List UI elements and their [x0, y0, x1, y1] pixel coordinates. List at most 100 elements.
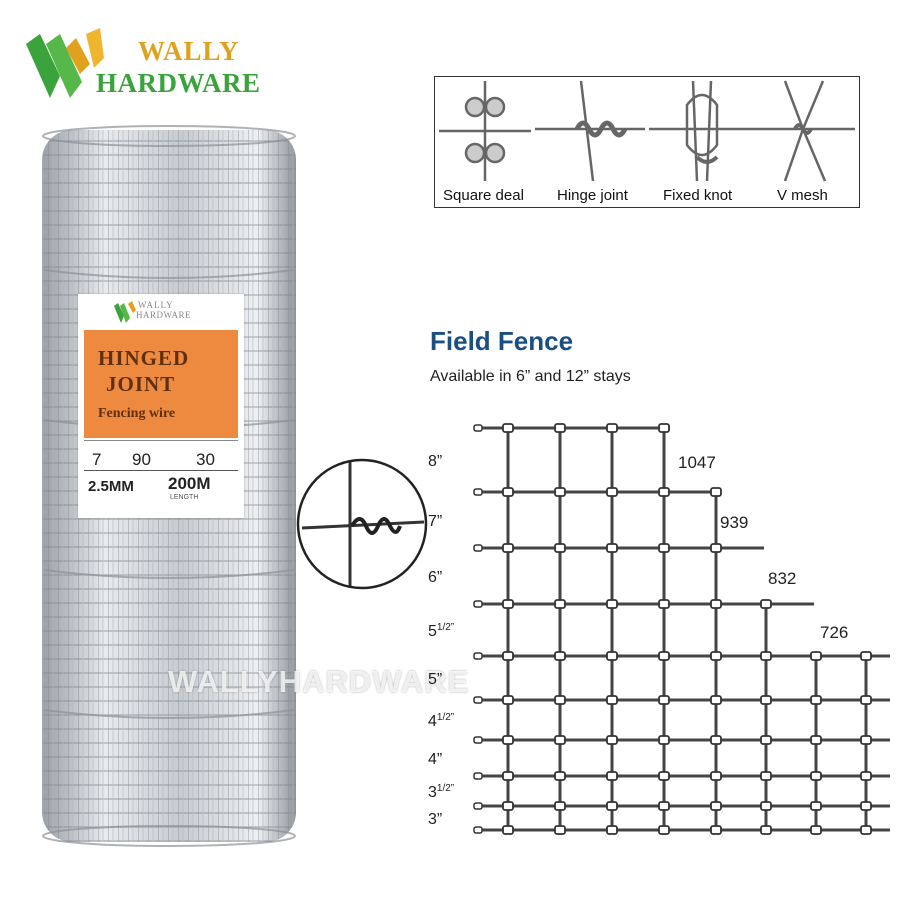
- fence-knot-icon: [658, 599, 670, 609]
- fence-knot-icon: [710, 735, 722, 745]
- square-deal-joint-icon: [439, 81, 531, 181]
- fence-knot-icon: [554, 695, 566, 705]
- fence-knot-icon: [710, 651, 722, 661]
- fence-knot-icon: [502, 771, 514, 781]
- fence-knot-icon: [554, 423, 566, 433]
- fence-knot-icon: [710, 825, 722, 835]
- brand-logo-icon: [26, 28, 104, 98]
- fence-knot-icon: [606, 801, 618, 811]
- fence-model-label: 939: [720, 513, 748, 532]
- watermark: WALLYHARDWARE: [168, 664, 470, 699]
- tag-brand-line2: HARDWARE: [136, 310, 191, 320]
- fence-knot-icon: [658, 825, 670, 835]
- tag-title-line2: JOINT: [106, 372, 176, 396]
- fence-knot-icon: [860, 651, 872, 661]
- fence-knot-icon: [810, 825, 822, 835]
- fence-knot-icon: [554, 487, 566, 497]
- tag-divider: [84, 470, 238, 471]
- tag-logo-icon: [114, 301, 136, 323]
- fence-knot-icon: [760, 695, 772, 705]
- fence-knot-icon: [658, 771, 670, 781]
- fence-spacing-label: 5”: [428, 671, 442, 688]
- fence-end-wrap-icon: [473, 488, 483, 496]
- fence-spacing-label: 41/2”: [428, 712, 454, 730]
- fence-knot-icon: [860, 695, 872, 705]
- fence-end-wrap-icon: [473, 802, 483, 810]
- tag-spec-value: 30: [196, 450, 215, 469]
- fence-knot-icon: [760, 825, 772, 835]
- fence-knot-icon: [606, 487, 618, 497]
- fence-knot-icon: [502, 543, 514, 553]
- fence-knot-icon: [554, 651, 566, 661]
- fence-knot-icon: [502, 423, 514, 433]
- fence-knot-icon: [658, 651, 670, 661]
- tag-subtitle: Fencing wire: [98, 406, 176, 421]
- fence-knot-icon: [810, 735, 822, 745]
- fence-spacing-label: 51/2”: [428, 622, 454, 640]
- fence-end-wrap-icon: [473, 600, 483, 608]
- fence-knot-icon: [860, 771, 872, 781]
- fence-knot-icon: [860, 801, 872, 811]
- fence-end-wrap-icon: [473, 696, 483, 704]
- fence-knot-icon: [760, 801, 772, 811]
- tag-length: 200M: [168, 474, 211, 493]
- fence-knot-icon: [860, 735, 872, 745]
- fence-end-wrap-icon: [473, 772, 483, 780]
- fence-knot-icon: [760, 771, 772, 781]
- fence-knot-icon: [502, 651, 514, 661]
- fence-knot-icon: [606, 543, 618, 553]
- fence-knot-icon: [658, 543, 670, 553]
- fence-knot-icon: [502, 735, 514, 745]
- joint-types-illustration: [439, 80, 855, 182]
- hinge-joint-zoom-icon: [296, 458, 428, 590]
- fence-end-wrap-icon: [473, 652, 483, 660]
- fence-knot-icon: [554, 735, 566, 745]
- fence-knot-icon: [760, 735, 772, 745]
- fence-knot-icon: [710, 599, 722, 609]
- fence-knot-icon: [658, 487, 670, 497]
- fence-knot-icon: [502, 487, 514, 497]
- fence-spacing-label: 6”: [428, 569, 442, 586]
- joint-label-v-mesh: V mesh: [777, 187, 828, 204]
- fence-knot-icon: [710, 771, 722, 781]
- fence-knot-icon: [502, 599, 514, 609]
- fence-spacing-label: 7”: [428, 513, 442, 530]
- fence-knot-icon: [710, 695, 722, 705]
- fence-end-wrap-icon: [473, 826, 483, 834]
- fence-knot-icon: [502, 695, 514, 705]
- fence-model-label: 1047: [678, 453, 716, 472]
- tag-length-caption: LENGTH: [170, 494, 199, 501]
- fence-knot-icon: [810, 801, 822, 811]
- fence-knot-icon: [810, 695, 822, 705]
- brand-name-line1: WALLY: [138, 36, 240, 66]
- joint-types-panel: Square deal Hinge joint Fixed knot V mes…: [434, 76, 860, 208]
- fence-knot-icon: [554, 543, 566, 553]
- fence-knot-icon: [606, 423, 618, 433]
- field-fence-title: Field Fence: [430, 326, 574, 356]
- joint-label-square-deal: Square deal: [443, 187, 524, 204]
- fence-knot-icon: [860, 825, 872, 835]
- tag-divider: [84, 440, 238, 449]
- fence-knot-icon: [658, 695, 670, 705]
- fence-knot-icon: [606, 651, 618, 661]
- joint-label-hinge-joint: Hinge joint: [557, 187, 628, 204]
- tag-spec-value: 90: [132, 450, 151, 469]
- fence-knot-icon: [810, 771, 822, 781]
- fence-knot-icon: [658, 735, 670, 745]
- fence-knot-icon: [710, 801, 722, 811]
- fence-knot-icon: [710, 487, 722, 497]
- fence-spacing-label: 3”: [428, 811, 442, 828]
- tag-brand-line1: WALLY: [138, 300, 174, 310]
- tag-title-line1: HINGED: [98, 346, 190, 370]
- fence-knot-icon: [606, 599, 618, 609]
- tag-spec-value: 7: [92, 450, 102, 469]
- brand-name-line2: HARDWARE: [96, 68, 261, 98]
- hinge-joint-icon: [535, 80, 645, 182]
- fence-knot-icon: [502, 825, 514, 835]
- tag-wire-diameter: 2.5MM: [88, 478, 134, 495]
- field-fence-subtitle: Available in 6” and 12” stays: [430, 368, 631, 385]
- joint-label-fixed-knot: Fixed knot: [663, 187, 733, 204]
- fence-model-label: 726: [820, 623, 848, 642]
- tag-title-panel: HINGED JOINT Fencing wire: [84, 330, 238, 438]
